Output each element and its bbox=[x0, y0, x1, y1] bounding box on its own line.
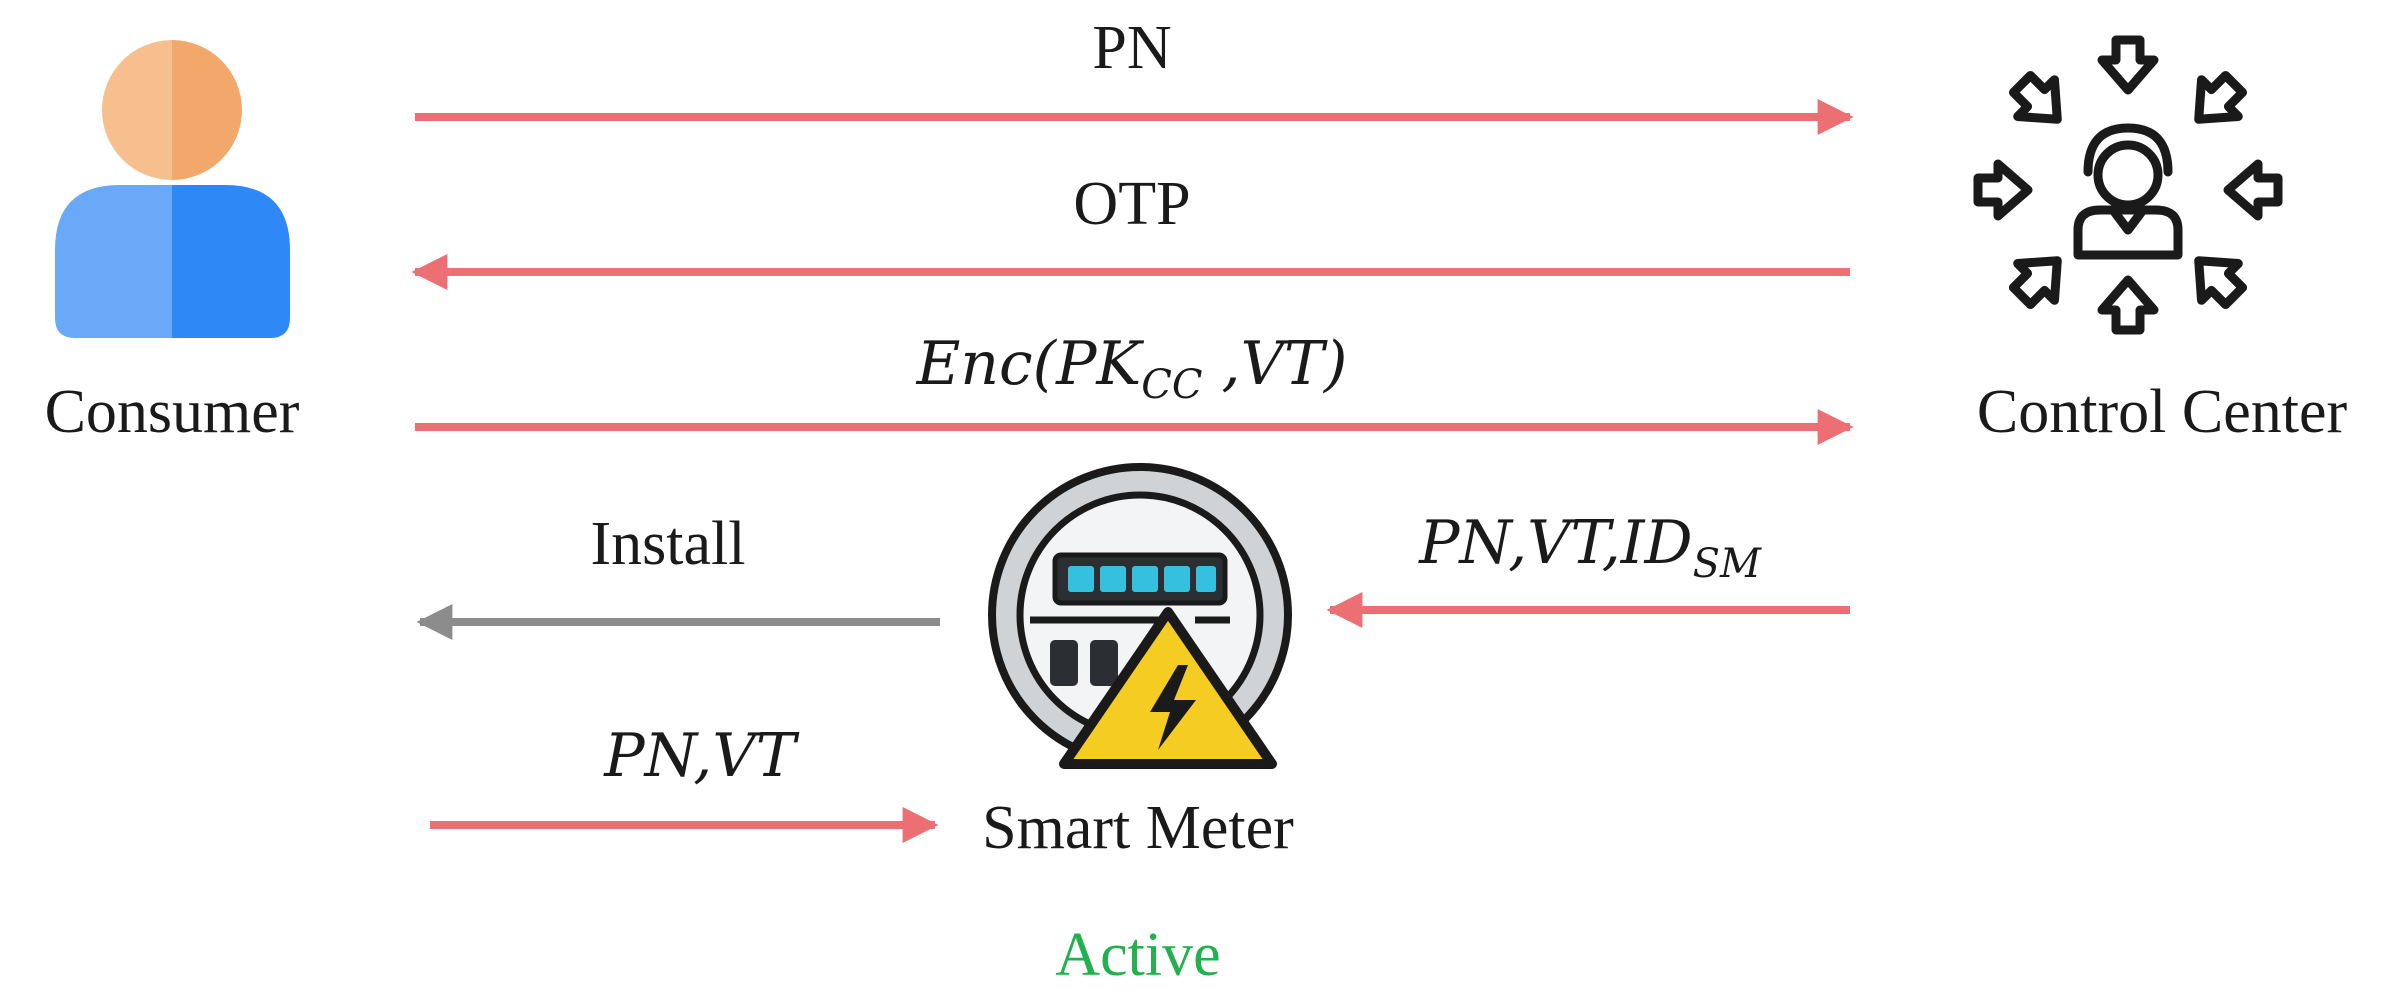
consumer-label: Consumer bbox=[45, 378, 300, 446]
message-pn-vt: PN,VT bbox=[603, 721, 799, 791]
smart-meter-icon bbox=[988, 463, 1292, 769]
smart-meter-label: Smart Meter bbox=[982, 794, 1294, 862]
control-center-icon bbox=[1973, 35, 2283, 335]
message-pn-vt-id-sm: PN,VT,IDSM bbox=[1418, 508, 1762, 587]
status-active: Active bbox=[1055, 921, 1220, 989]
message-enc: Enc(PKCC ,VT) bbox=[916, 329, 1348, 408]
message-otp: OTP bbox=[1073, 170, 1190, 238]
message-install: Install bbox=[591, 510, 746, 578]
consumer-icon bbox=[55, 40, 290, 338]
control-center-label: Control Center bbox=[1977, 378, 2348, 446]
message-pn: PN bbox=[1092, 14, 1171, 82]
